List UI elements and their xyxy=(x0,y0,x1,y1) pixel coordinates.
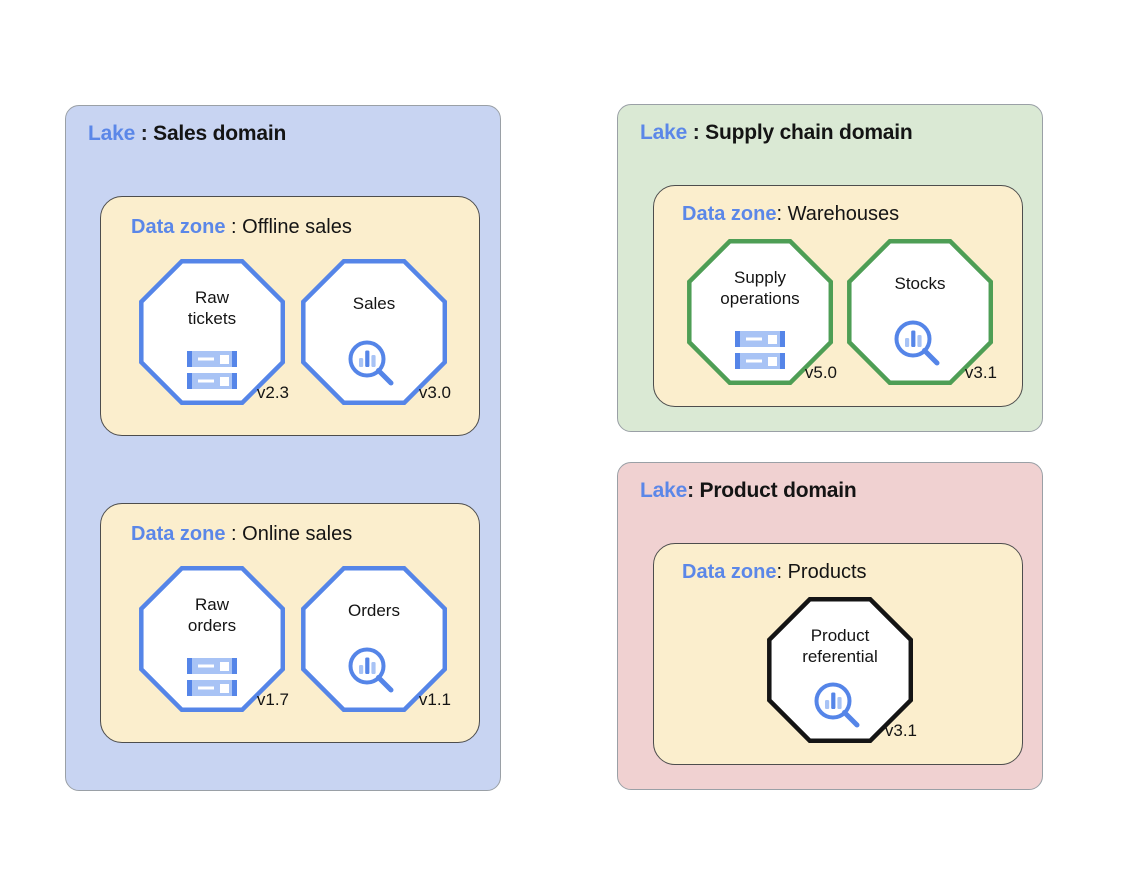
lake-title-product-domain: Lake: Product domain xyxy=(640,479,857,503)
data-zone-container-products[interactable]: Data zone: Products Product referential … xyxy=(653,543,1023,765)
lake-separator: : xyxy=(687,121,706,144)
database-icon xyxy=(735,331,785,369)
asset-node-raw-tickets[interactable]: Raw tickets v2.3 xyxy=(139,259,289,405)
lake-name: Supply chain domain xyxy=(705,121,913,144)
data-zone-container-online-sales[interactable]: Data zone : Online sales Raw orders v1.7… xyxy=(100,503,480,743)
asset-node-product-referential[interactable]: Product referential v3.1 xyxy=(767,597,917,743)
asset-node-icon-analytics-icon xyxy=(893,319,943,374)
asset-node-label-orders: Orders xyxy=(348,601,400,620)
lake-keyword: Lake xyxy=(640,479,688,502)
analytics-search-icon xyxy=(814,682,860,728)
data-zone-title-online-sales: Data zone : Online sales xyxy=(131,523,352,546)
asset-node-version-stocks: v3.1 xyxy=(964,363,997,382)
octagon-shape xyxy=(139,566,285,712)
asset-node-icon-analytics-icon xyxy=(813,681,863,736)
lake-container-sales-domain[interactable]: Lake : Sales domain Data zone : Offline … xyxy=(65,105,501,791)
data-zone-separator: : xyxy=(225,523,243,545)
data-zone-name: Online sales xyxy=(242,523,353,545)
data-zone-name: Warehouses xyxy=(787,203,900,225)
lake-name: Product domain xyxy=(699,479,857,502)
asset-node-supply-operations[interactable]: Supply operations v5.0 xyxy=(687,239,837,385)
asset-node-orders[interactable]: Orders v1.1 xyxy=(301,566,451,712)
database-icon xyxy=(187,658,237,696)
data-zone-keyword: Data zone xyxy=(682,561,777,583)
database-icon xyxy=(187,351,237,389)
data-zone-title-offline-sales: Data zone : Offline sales xyxy=(131,216,352,239)
asset-node-sales[interactable]: Sales v3.0 xyxy=(301,259,451,405)
data-zone-separator: : xyxy=(776,561,788,583)
asset-node-version-raw-orders: v1.7 xyxy=(256,690,289,709)
asset-node-icon-database-icon xyxy=(734,330,786,375)
octagon-shape xyxy=(139,259,285,405)
asset-node-label-stocks: Stocks xyxy=(894,274,946,293)
lake-separator: : xyxy=(135,122,154,145)
asset-node-icon-database-icon xyxy=(186,657,238,702)
octagon-shape xyxy=(847,239,993,385)
octagon-shape xyxy=(301,566,447,712)
data-zone-keyword: Data zone xyxy=(131,523,226,545)
asset-node-version-sales: v3.0 xyxy=(418,383,451,402)
lake-separator: : xyxy=(687,479,700,502)
data-zone-separator: : xyxy=(225,216,243,238)
lake-container-product-domain[interactable]: Lake: Product domain Data zone: Products… xyxy=(617,462,1043,790)
data-zone-keyword: Data zone xyxy=(131,216,226,238)
data-zone-separator: : xyxy=(776,203,788,225)
asset-node-version-product-referential: v3.1 xyxy=(884,721,917,740)
data-zone-title-warehouses: Data zone: Warehouses xyxy=(682,203,899,226)
data-zone-container-offline-sales[interactable]: Data zone : Offline sales Raw tickets v2… xyxy=(100,196,480,436)
analytics-search-icon xyxy=(348,340,394,386)
asset-node-raw-orders[interactable]: Raw orders v1.7 xyxy=(139,566,289,712)
asset-node-version-supply-operations: v5.0 xyxy=(804,363,837,382)
data-zone-container-warehouses[interactable]: Data zone: Warehouses Supply operations … xyxy=(653,185,1023,407)
asset-node-icon-analytics-icon xyxy=(347,646,397,701)
asset-node-version-raw-tickets: v2.3 xyxy=(256,383,289,402)
analytics-search-icon xyxy=(894,320,940,366)
data-zone-title-products: Data zone: Products xyxy=(682,561,867,584)
lake-title-supply-chain-domain: Lake : Supply chain domain xyxy=(640,121,913,145)
asset-node-icon-analytics-icon xyxy=(347,339,397,394)
asset-node-label-product-referential: Product referential xyxy=(802,626,878,666)
lake-name: Sales domain xyxy=(153,122,287,145)
asset-node-icon-database-icon xyxy=(186,350,238,395)
data-zone-name: Products xyxy=(787,561,867,583)
asset-node-label-supply-operations: Supply operations xyxy=(720,268,800,308)
data-zone-name: Offline sales xyxy=(242,216,352,238)
octagon-shape xyxy=(301,259,447,405)
analytics-search-icon xyxy=(348,647,394,693)
lake-title-sales-domain: Lake : Sales domain xyxy=(88,122,286,146)
lake-keyword: Lake xyxy=(88,122,136,145)
lake-keyword: Lake xyxy=(640,121,688,144)
octagon-shape xyxy=(687,239,833,385)
octagon-shape xyxy=(767,597,913,743)
lake-container-supply-chain-domain[interactable]: Lake : Supply chain domain Data zone: Wa… xyxy=(617,104,1043,432)
data-zone-keyword: Data zone xyxy=(682,203,777,225)
asset-node-label-raw-orders: Raw orders xyxy=(187,595,237,635)
asset-node-label-raw-tickets: Raw tickets xyxy=(187,288,237,328)
asset-node-label-sales: Sales xyxy=(352,294,396,313)
asset-node-version-orders: v1.1 xyxy=(418,690,451,709)
asset-node-stocks[interactable]: Stocks v3.1 xyxy=(847,239,997,385)
